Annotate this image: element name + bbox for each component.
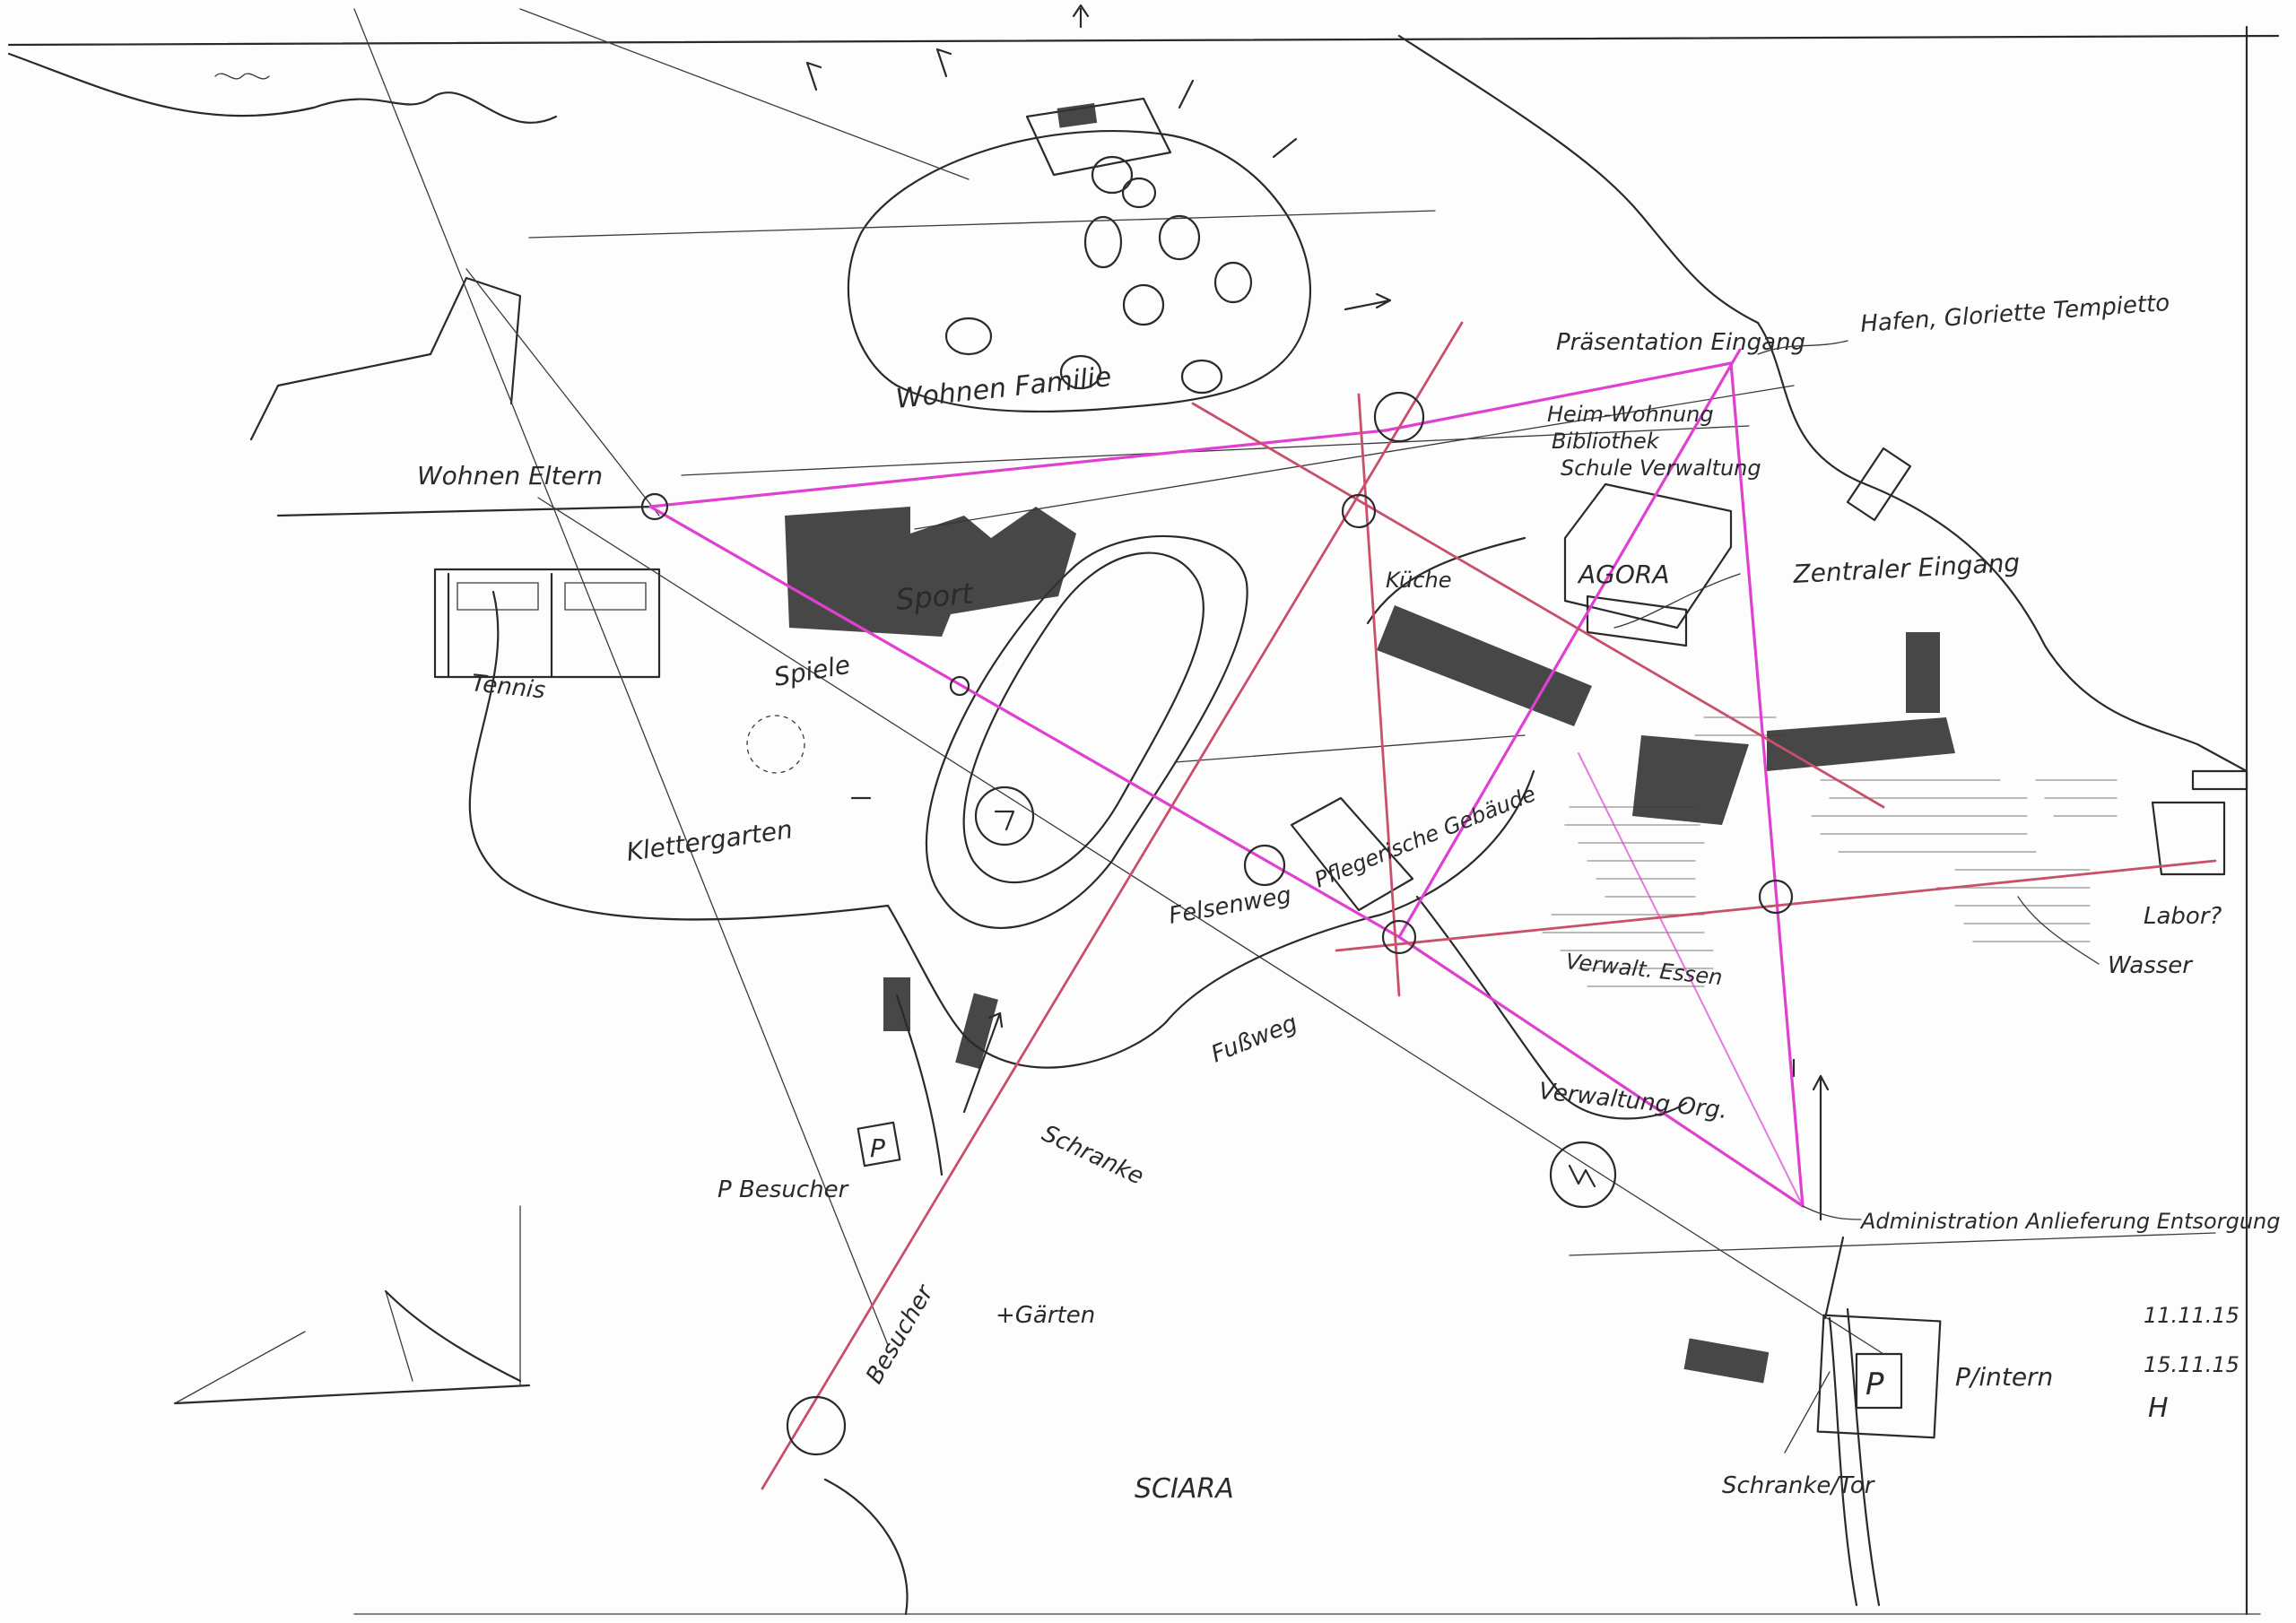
circle-marker-icon [640,391,1794,1456]
label-schule-verwaltung: Schule Verwaltung [1561,456,1761,481]
label-date-1: 11.11.15 [2144,1303,2239,1328]
label-symbol-p-intern: P [1866,1367,1884,1402]
parking-icon [857,1121,1942,1439]
site-boundaries [468,321,2248,1616]
label-tennis: Tennis [470,670,546,704]
label-hafen-tempietto: Hafen, Gloriette Tempietto [1859,290,2170,338]
label-spiele: Spiele [771,650,852,692]
label-klettergarten: Klettergarten [624,814,794,867]
red-axes [761,321,2217,1490]
label-sciara: SCIARA [1135,1473,1234,1505]
label-wasser: Wasser [2108,952,2194,979]
arrow-markers [850,292,1830,1221]
label-pflegerische-gebaeude: Pflegerische Gebäude [1311,781,1539,893]
label-wohnen-eltern: Wohnen Eltern [417,461,603,490]
drafting-triangle [173,1205,531,1405]
label-symbol-p-besucher: P [870,1133,885,1163]
label-heim-wohnung: Heim-Wohnung [1547,402,1714,427]
label-zentraler-eingang: Zentraler Eingang [1792,548,2021,589]
village-hatching [1542,716,2118,987]
label-agora: AGORA [1577,560,1670,589]
sheet-border [7,25,2280,1616]
label-bibliothek: Bibliothek [1552,429,1660,454]
label-sport: Sport [894,577,975,617]
label-date-2: 15.11.15 [2144,1352,2239,1377]
label-gaerten: +Gärten [996,1302,1095,1329]
wohnen-eltern-area [249,276,661,679]
construction-lines [353,8,2216,1355]
label-besucher: Besucher [861,1279,940,1388]
label-p-besucher: P Besucher [718,1176,850,1203]
label-praesentation-eingang: Präsentation Eingang [1556,329,1805,356]
coastline [7,34,1760,325]
hatched-building-icon [785,507,1955,1384]
agora-block [1290,447,2248,912]
label-schranke-tor: Schranke/Tor [1722,1472,1876,1499]
label-schranke: Schranke [1038,1120,1148,1191]
label-wohnen-familie: Wohnen Familie [894,361,1113,415]
label-labor: Labor? [2144,903,2222,930]
north-arrow-icon [805,4,1298,159]
label-verwalt-essen: Verwalt. Essen [1564,949,1723,990]
label-initials: H [2148,1393,2169,1424]
label-administration: Administration Anlieferung Entsorgung [1859,1209,2281,1234]
sport-field [925,534,1248,929]
wohnen-familie-area [847,97,1312,413]
label-kueche: Küche [1386,568,1451,593]
leader-lines [1613,340,2100,1454]
label-fussweg: Fußweg [1207,1010,1300,1068]
label-p-intern: P/intern [1955,1362,2053,1392]
label-felsenweg: Felsenweg [1167,881,1293,930]
